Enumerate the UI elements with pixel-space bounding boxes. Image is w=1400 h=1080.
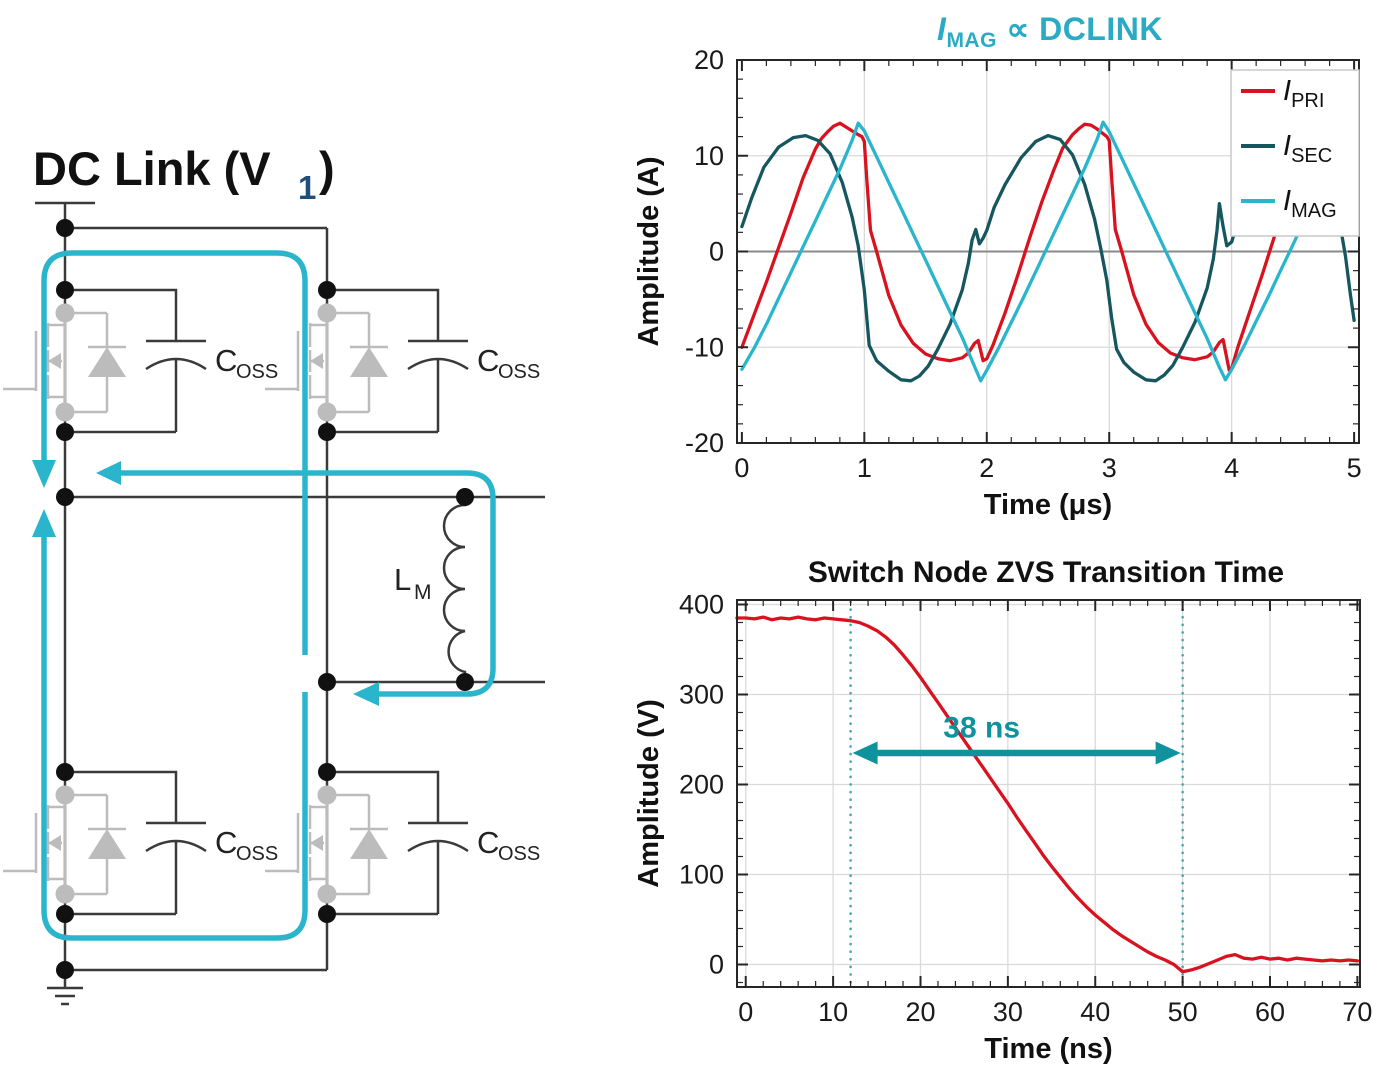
mosfet-q4: [263, 784, 390, 905]
svg-text:30: 30: [993, 997, 1023, 1027]
mosfet-q2: [263, 302, 390, 423]
dc-link-circuit-diagram: DC Link (V 1 ) C OSS C OSS C OSS C OSS L: [1, 142, 545, 1006]
y-axis-label: Amplitude (A): [633, 156, 665, 346]
tick-labels: 0 1 2 3 4 5 -20 -10 0 10 20: [685, 45, 1362, 483]
svg-text:0: 0: [738, 997, 753, 1027]
coss-label-q1: C: [215, 343, 237, 378]
lm-label-sub: M: [414, 581, 432, 604]
mosfet-q1: [1, 302, 128, 423]
dc-bus-wires: [35, 201, 545, 972]
svg-text:2: 2: [979, 453, 994, 483]
coss-capacitor-q2: [325, 288, 470, 434]
coss-capacitor-q3: [63, 770, 208, 916]
svg-text:5: 5: [1347, 453, 1362, 483]
legend-label-SEC: ISEC: [1283, 130, 1332, 167]
measurement-vlines: [849, 600, 1184, 987]
axis-ticks: [737, 600, 1360, 987]
svg-text:60: 60: [1255, 997, 1285, 1027]
circuit-title-main: DC Link (V: [33, 142, 271, 195]
series-switch_node_voltage: [735, 615, 1360, 974]
imag-chart-title-i: I: [937, 11, 947, 47]
svg-text:300: 300: [679, 680, 724, 710]
component-labels: C OSS C OSS C OSS C OSS L M: [215, 343, 540, 865]
svg-text:400: 400: [679, 590, 724, 620]
coss-label-q2: C: [477, 343, 499, 378]
coss-label-q3-sub: OSS: [236, 843, 278, 865]
plot-frame: [736, 599, 1361, 988]
svg-text:0: 0: [709, 237, 724, 267]
legend: IPRI ISEC IMAG: [1230, 69, 1360, 237]
coss-label-q1-sub: OSS: [236, 361, 278, 383]
svg-text:-20: -20: [685, 428, 724, 458]
tick-labels: 0 10 20 30 40 50 60 70 0 100 200 300 400: [679, 590, 1372, 1028]
svg-text:1: 1: [857, 453, 872, 483]
x-axis-label: Time (ns): [984, 1033, 1112, 1065]
transition-time-annotation: 38 ns: [852, 712, 1181, 765]
circuit-wires: [35, 201, 545, 1006]
svg-text:200: 200: [679, 770, 724, 800]
coss-label-q4: C: [477, 825, 499, 860]
connection-nodes: [56, 219, 474, 979]
series-curves: [735, 615, 1360, 974]
transition-time-label: 38 ns: [943, 712, 1020, 745]
svg-text:40: 40: [1080, 997, 1110, 1027]
svg-text:10: 10: [694, 141, 724, 171]
circuit-title-close: ): [319, 142, 335, 195]
zvs-chart-title: Switch Node ZVS Transition Time: [807, 556, 1285, 589]
svg-text:50: 50: [1168, 997, 1198, 1027]
coss-label-q3: C: [215, 825, 237, 860]
current-arrow-left-lm: [353, 682, 379, 706]
coss-label-q2-sub: OSS: [498, 361, 540, 383]
current-flow-loop: [32, 250, 496, 941]
svg-text:70: 70: [1342, 997, 1372, 1027]
svg-text:10: 10: [818, 997, 848, 1027]
x-axis-label: Time (μs): [984, 489, 1112, 521]
y-axis-label: Amplitude (V): [633, 699, 665, 888]
svg-text:20: 20: [905, 997, 935, 1027]
imag-chart-title: IMAG ∝ DCLINK: [680, 10, 1400, 52]
coss-label-q4-sub: OSS: [498, 843, 540, 865]
svg-text:100: 100: [679, 860, 724, 890]
current-arrow-left-primary: [96, 461, 121, 485]
imag-chart-title-sub: MAG: [946, 29, 997, 52]
svg-text:4: 4: [1224, 453, 1239, 483]
svg-text:-10: -10: [685, 332, 724, 362]
mosfet-q3: [1, 784, 128, 905]
gridlines: [737, 600, 1360, 987]
circuit-title: DC Link (V 1 ): [33, 142, 335, 206]
svg-text:0: 0: [709, 950, 724, 980]
svg-text:20: 20: [694, 45, 724, 75]
current-arrow-down: [32, 460, 56, 488]
imag-chart-title-rest: ∝ DCLINK: [996, 11, 1163, 47]
legend-label-PRI: IPRI: [1283, 75, 1324, 112]
current-arrow-up: [32, 509, 56, 537]
svg-text:3: 3: [1102, 453, 1117, 483]
coss-capacitor-q1: [63, 288, 208, 434]
coss-capacitor-q4: [325, 770, 470, 916]
series-I_MAG: [740, 120, 1356, 383]
circuit-title-subscript: 1: [298, 169, 316, 206]
svg-text:0: 0: [734, 453, 749, 483]
lm-label: L: [394, 562, 411, 597]
lm-inductor-coil: [442, 497, 467, 682]
legend-label-MAG: IMAG: [1283, 185, 1337, 222]
